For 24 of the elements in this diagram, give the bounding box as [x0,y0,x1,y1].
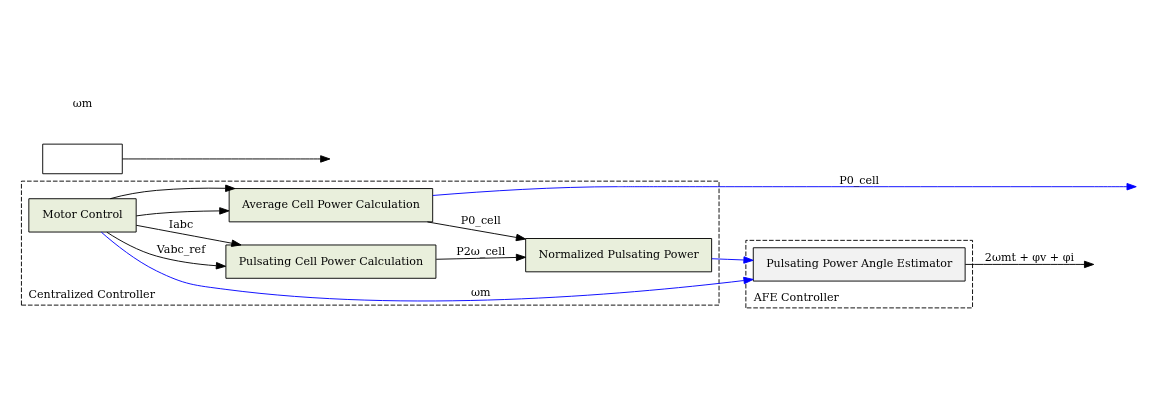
arrow [106,231,227,269]
arrow [435,253,527,261]
edge-label: P0_cell [460,213,501,227]
edge-label: P0_cell [839,173,880,187]
node-box: Motor Control [28,197,137,232]
arrow [432,182,1137,196]
arrow [135,206,230,216]
node-box: Pulsating Cell Power Calculation [225,244,437,279]
node-box [42,143,123,174]
edge-label: 2ωmt + φv + φi [984,250,1075,264]
arrow [122,154,331,163]
node-box: Average Cell Power Calculation [228,187,434,222]
node-box: Pulsating Power Angle Estimator [752,246,966,282]
node-box: Normalized Pulsating Power [525,237,713,272]
arrow [100,231,754,301]
arrow [711,255,754,264]
label: ωm [72,96,93,110]
edge-label: Vabc_ref [156,242,206,256]
edge-label: Iabc [168,217,194,231]
edge-label: P2ω_cell [456,244,506,258]
edge-label: ωm [471,285,491,299]
arrow [426,220,527,241]
arrow [135,224,242,247]
arrow [964,260,1095,268]
